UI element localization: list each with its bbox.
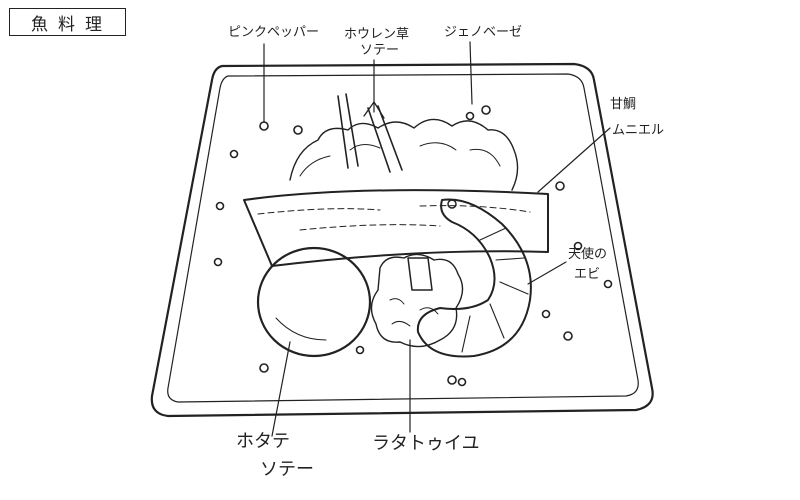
label-spinach-line1: ホウレン草 xyxy=(344,27,410,42)
scallop xyxy=(256,246,372,358)
ratatouille xyxy=(370,253,464,348)
title-box: 魚料理 xyxy=(9,8,126,36)
plate xyxy=(150,62,654,418)
label-amadai-line2: ムニエル xyxy=(612,123,665,138)
callout-lines xyxy=(263,41,611,437)
label-ebi-line1: 天使の xyxy=(568,247,608,262)
label-hotate-line2: ソテー xyxy=(260,459,314,480)
label-ebi-line2: エビ xyxy=(574,267,601,282)
label-pink-pepper: ピンクペッパー xyxy=(228,25,320,40)
angel-shrimp xyxy=(416,198,532,358)
amadai-meuniere xyxy=(243,189,549,267)
pink-pepper-dots xyxy=(213,105,613,387)
label-ratatouille: ラタトゥイユ xyxy=(372,433,480,454)
label-amadai-line1: 甘鯛 xyxy=(610,97,637,112)
label-spinach-line2: ソテー xyxy=(360,43,400,58)
label-genovese: ジェノベーゼ xyxy=(444,25,523,40)
spinach-saute xyxy=(289,93,519,191)
page-title: 魚料理 xyxy=(31,14,112,35)
label-hotate-line1: ホタテ xyxy=(236,431,290,452)
